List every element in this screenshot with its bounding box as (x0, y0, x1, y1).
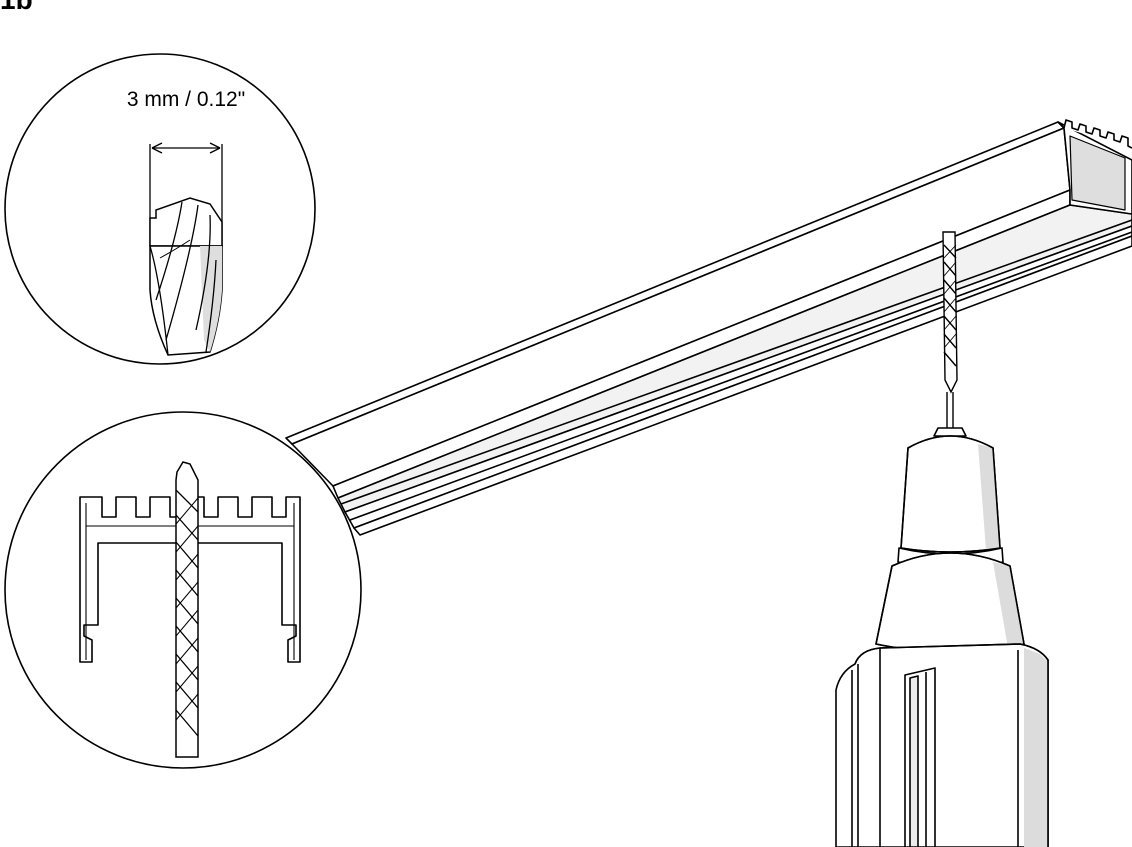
profile-cross-section-detail (4, 411, 362, 769)
drill-icon (835, 427, 1049, 847)
drill-size-label: 3 mm / 0.12" (127, 88, 245, 111)
drill-bit-detail: 3 mm / 0.12" (4, 53, 316, 365)
aluminium-profile-icon (285, 119, 1132, 536)
step-label: 1b (0, 0, 33, 14)
drill-bit-icon (942, 231, 958, 428)
